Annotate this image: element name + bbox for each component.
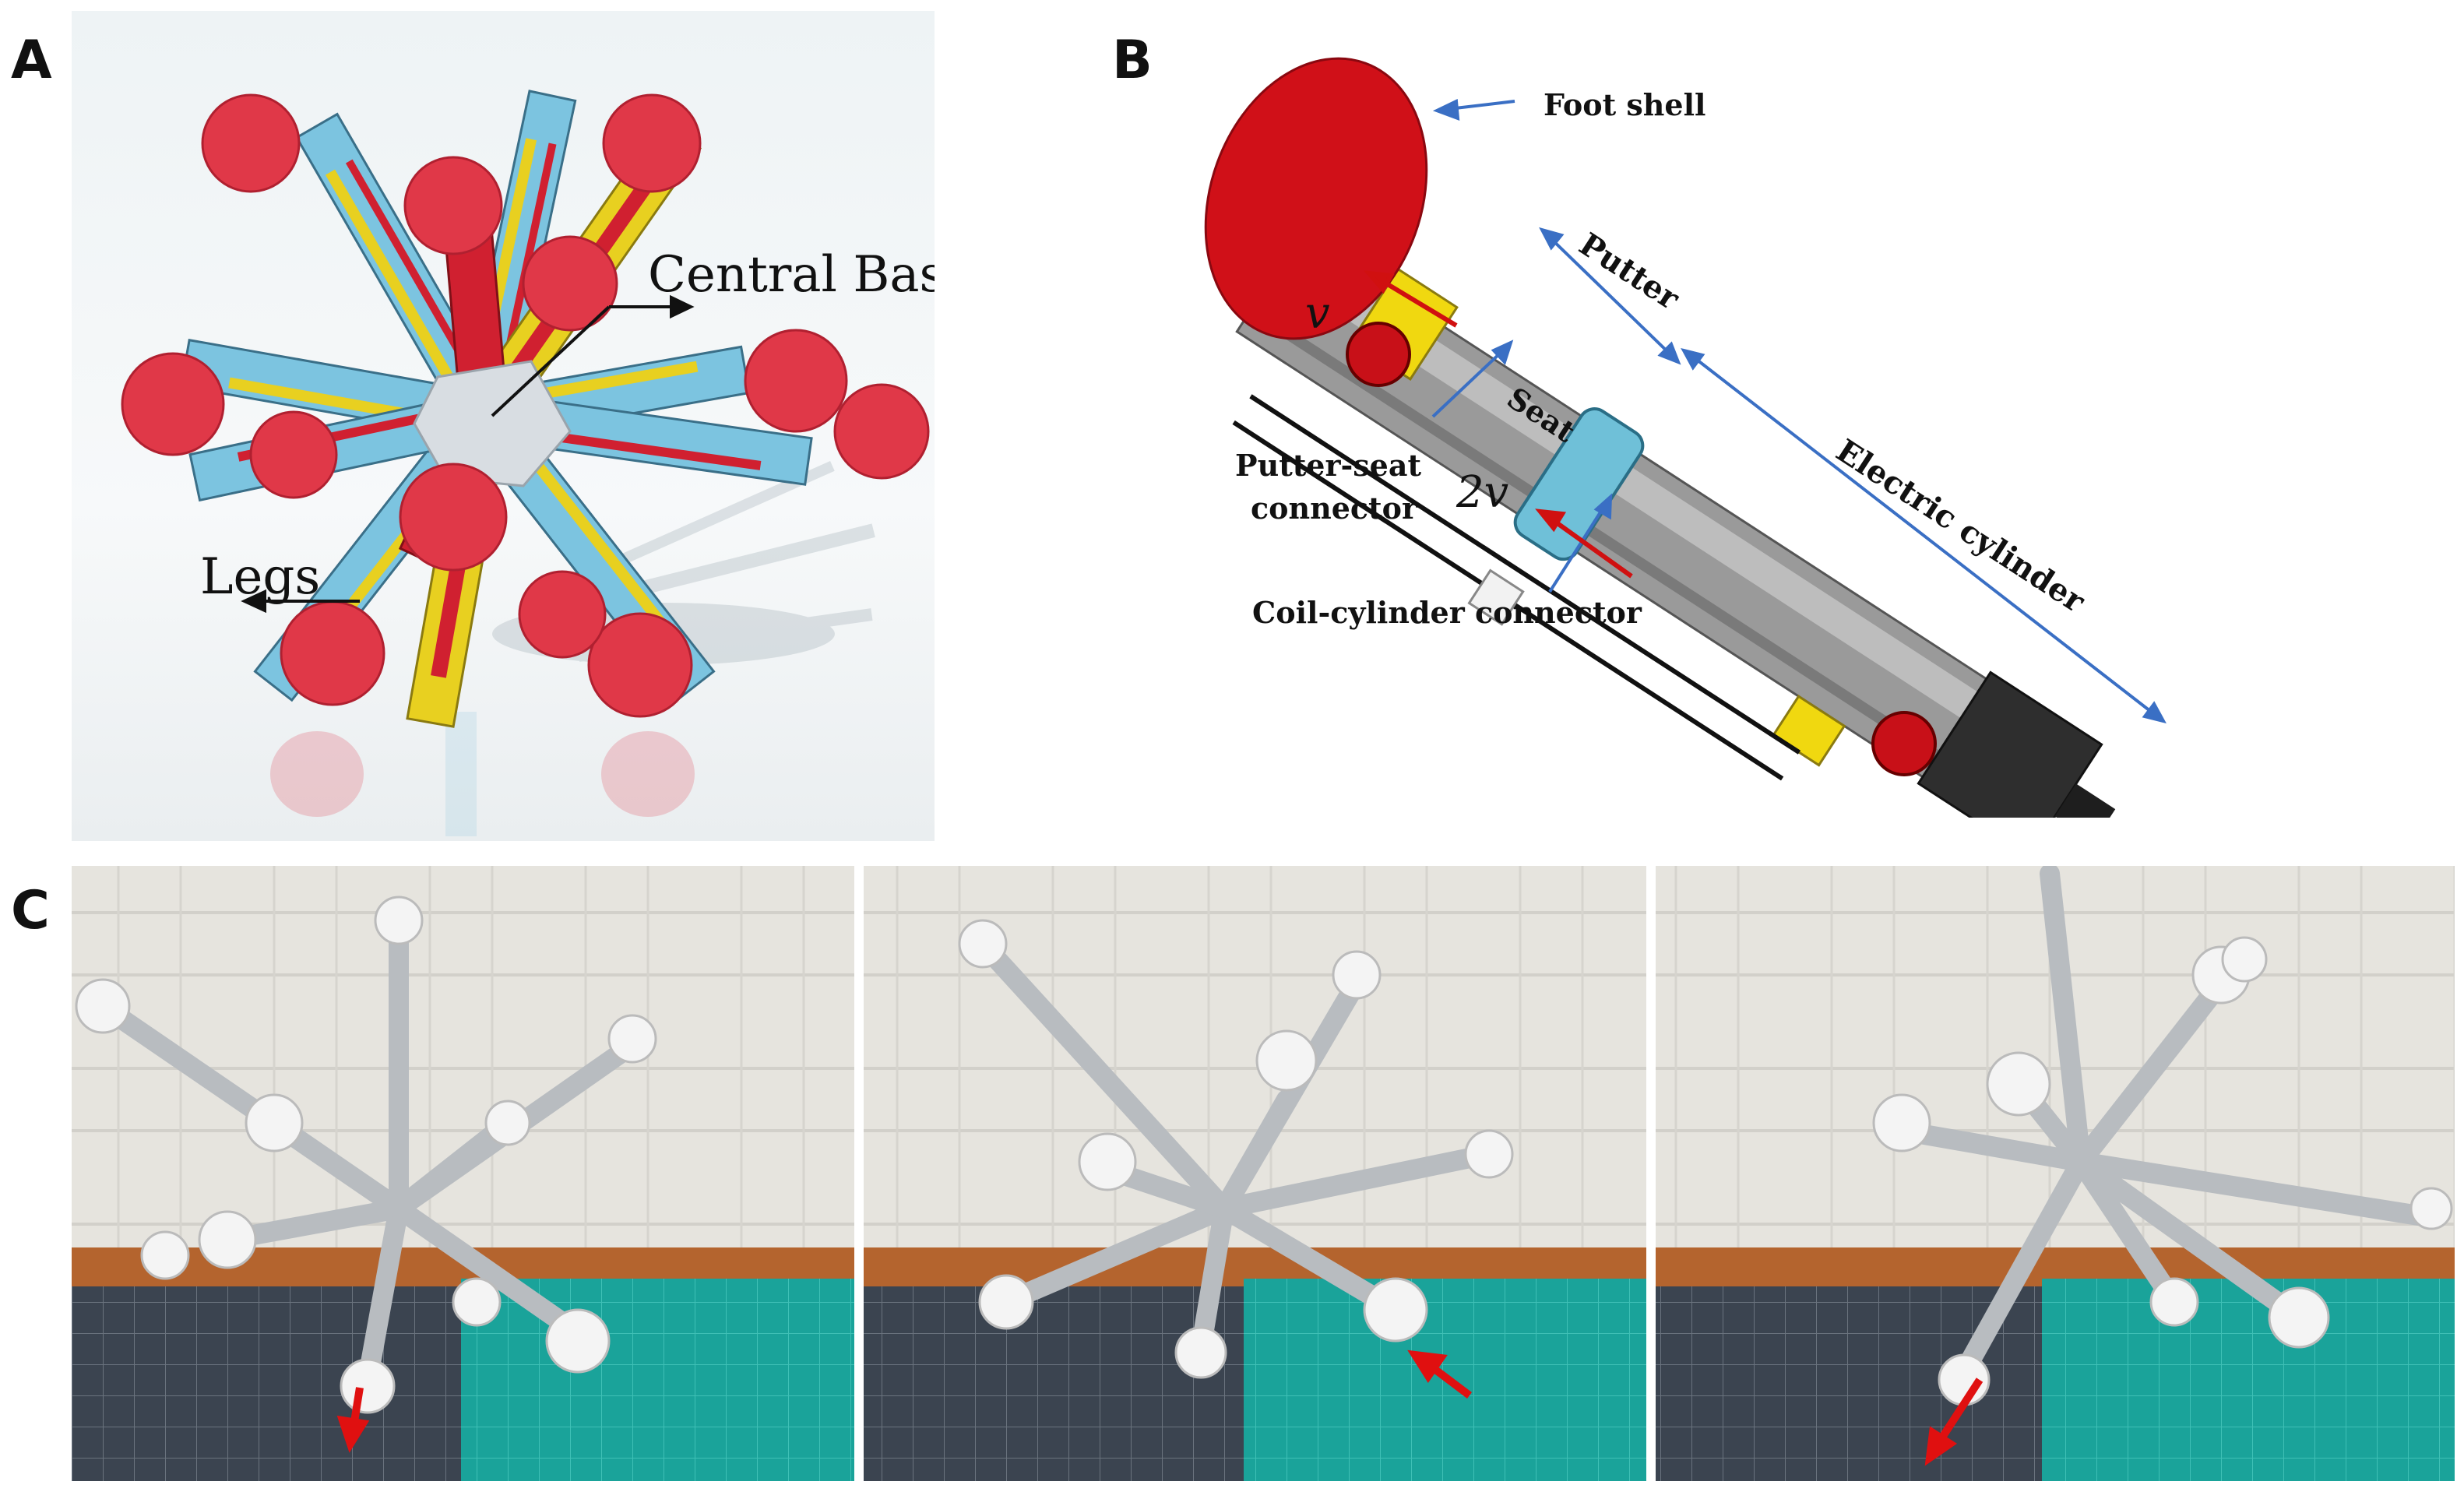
label-legs: Legs — [200, 548, 321, 606]
panel-b-diagram: Foot shell Putter Seat Electric cylinder… — [1199, 31, 2227, 818]
label-central-base: Central Base — [648, 246, 935, 304]
panel-c-photos — [72, 866, 2455, 1481]
photo-frame-1 — [72, 866, 854, 1481]
photo-frame-2 — [864, 866, 1646, 1481]
foot-shell — [1204, 57, 1428, 340]
coil-cylinder-connector — [1467, 568, 1525, 626]
pulley-front — [1346, 322, 1411, 387]
actuator-diagram — [1204, 57, 2167, 818]
label-putter-seat-2: connector — [1251, 491, 1417, 526]
label-coil-cylinder-connector: Coil-cylinder connector — [1252, 595, 1642, 630]
central-base — [413, 360, 572, 487]
robot-render-illustration — [121, 90, 930, 836]
pulley-back — [1871, 711, 1937, 776]
label-velocity-2v: 2v — [1456, 467, 1509, 518]
panel-b-letter: B — [1112, 30, 1153, 91]
panel-a-letter: A — [11, 30, 52, 91]
label-velocity-v: v — [1305, 288, 1330, 339]
motor-box — [1917, 670, 2103, 818]
photo-frame-3 — [1656, 866, 2455, 1481]
label-putter-seat-1: Putter-seat — [1235, 448, 1422, 483]
photo-strip — [72, 866, 2455, 1481]
label-foot-shell: Foot shell — [1544, 87, 1706, 122]
panel-c-letter: C — [11, 880, 50, 941]
panel-a-render: Central Base Legs — [72, 11, 935, 841]
